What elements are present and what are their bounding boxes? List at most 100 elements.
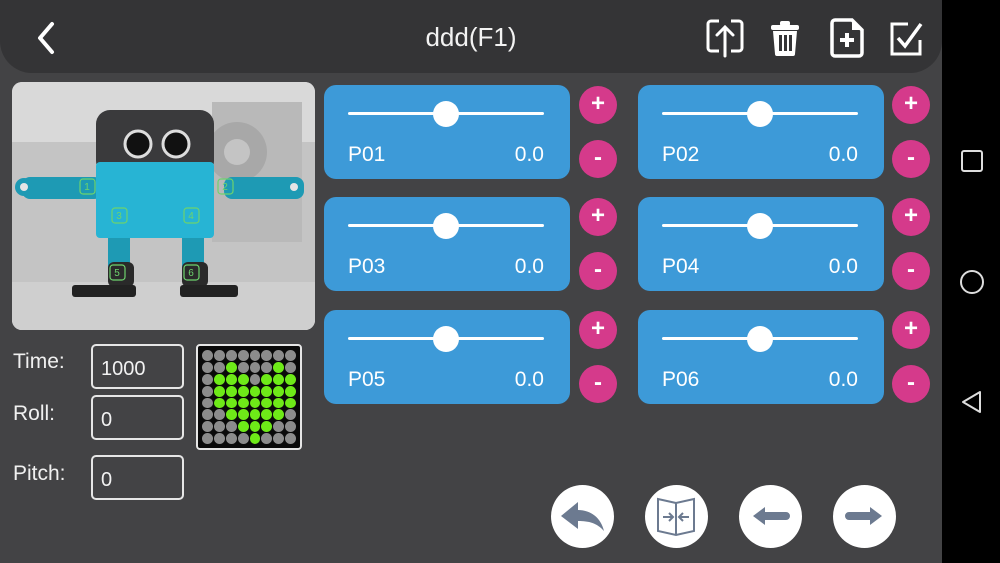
servo-name: P03: [348, 255, 386, 278]
p01-plus-button[interactable]: +: [579, 86, 617, 124]
slider-thumb[interactable]: [747, 101, 773, 127]
led-dot[interactable]: [261, 421, 273, 433]
back-button[interactable]: [30, 18, 66, 58]
led-dot[interactable]: [237, 373, 249, 385]
led-dot[interactable]: [261, 433, 273, 444]
add-frame-button[interactable]: [828, 18, 866, 58]
slider-thumb[interactable]: [433, 213, 459, 239]
delete-button[interactable]: [766, 18, 804, 58]
led-dot[interactable]: [225, 409, 237, 421]
roll-input[interactable]: 0: [91, 395, 184, 440]
led-dot[interactable]: [237, 385, 249, 397]
led-dot[interactable]: [213, 433, 225, 444]
led-dot[interactable]: [213, 385, 225, 397]
led-dot[interactable]: [285, 421, 296, 433]
p05-minus-button[interactable]: -: [579, 365, 617, 403]
pitch-input[interactable]: 0: [91, 455, 184, 500]
led-dot[interactable]: [285, 361, 296, 373]
led-dot[interactable]: [285, 409, 296, 421]
p04-minus-button[interactable]: -: [892, 252, 930, 290]
led-dot[interactable]: [202, 421, 213, 433]
led-dot[interactable]: [285, 385, 296, 397]
led-dot[interactable]: [261, 373, 273, 385]
led-dot[interactable]: [225, 433, 237, 444]
p02-plus-button[interactable]: +: [892, 86, 930, 124]
led-dot[interactable]: [249, 373, 261, 385]
led-dot[interactable]: [249, 421, 261, 433]
upload-button[interactable]: [706, 18, 744, 58]
led-dot[interactable]: [237, 361, 249, 373]
led-dot[interactable]: [202, 385, 213, 397]
led-dot[interactable]: [273, 409, 285, 421]
p03-minus-button[interactable]: -: [579, 252, 617, 290]
servo-name: P06: [662, 368, 700, 391]
led-dot[interactable]: [213, 409, 225, 421]
undo-button[interactable]: [551, 485, 614, 548]
led-dot[interactable]: [261, 409, 273, 421]
previous-button[interactable]: [739, 485, 802, 548]
led-dot[interactable]: [273, 433, 285, 444]
led-dot[interactable]: [225, 385, 237, 397]
led-dot[interactable]: [249, 397, 261, 409]
led-dot[interactable]: [249, 350, 261, 361]
select-button[interactable]: [888, 18, 926, 58]
slider-thumb[interactable]: [433, 326, 459, 352]
led-dot[interactable]: [249, 433, 261, 444]
led-dot[interactable]: [249, 385, 261, 397]
led-dot[interactable]: [237, 421, 249, 433]
next-button[interactable]: [833, 485, 896, 548]
back-nav-button[interactable]: [958, 388, 986, 416]
led-dot[interactable]: [285, 433, 296, 444]
p03-plus-button[interactable]: +: [579, 198, 617, 236]
led-dot[interactable]: [237, 433, 249, 444]
led-dot[interactable]: [285, 397, 296, 409]
p06-plus-button[interactable]: +: [892, 311, 930, 349]
home-button[interactable]: [958, 268, 986, 296]
p04-plus-button[interactable]: +: [892, 198, 930, 236]
led-dot[interactable]: [225, 421, 237, 433]
slider-thumb[interactable]: [747, 213, 773, 239]
led-dot[interactable]: [202, 350, 213, 361]
led-dot[interactable]: [202, 397, 213, 409]
led-dot[interactable]: [225, 373, 237, 385]
led-dot[interactable]: [213, 350, 225, 361]
led-dot[interactable]: [213, 373, 225, 385]
p06-minus-button[interactable]: -: [892, 365, 930, 403]
led-dot[interactable]: [273, 373, 285, 385]
mirror-button[interactable]: [645, 485, 708, 548]
led-dot[interactable]: [273, 385, 285, 397]
led-dot[interactable]: [261, 385, 273, 397]
time-input[interactable]: 1000: [91, 344, 184, 389]
led-dot[interactable]: [225, 350, 237, 361]
p02-minus-button[interactable]: -: [892, 140, 930, 178]
led-dot[interactable]: [202, 409, 213, 421]
led-dot[interactable]: [261, 361, 273, 373]
led-dot[interactable]: [225, 361, 237, 373]
led-dot[interactable]: [285, 350, 296, 361]
led-dot[interactable]: [213, 421, 225, 433]
led-dot[interactable]: [202, 433, 213, 444]
led-dot[interactable]: [213, 361, 225, 373]
led-dot[interactable]: [261, 397, 273, 409]
led-dot[interactable]: [237, 409, 249, 421]
led-dot[interactable]: [213, 397, 225, 409]
led-dot[interactable]: [249, 361, 261, 373]
led-dot[interactable]: [202, 373, 213, 385]
led-dot[interactable]: [202, 361, 213, 373]
led-dot[interactable]: [273, 421, 285, 433]
led-dot[interactable]: [237, 397, 249, 409]
led-dot[interactable]: [273, 361, 285, 373]
led-dot[interactable]: [249, 409, 261, 421]
led-matrix[interactable]: [196, 344, 302, 450]
recents-button[interactable]: [958, 147, 986, 175]
led-dot[interactable]: [273, 397, 285, 409]
led-dot[interactable]: [237, 350, 249, 361]
led-dot[interactable]: [225, 397, 237, 409]
led-dot[interactable]: [273, 350, 285, 361]
led-dot[interactable]: [261, 350, 273, 361]
p05-plus-button[interactable]: +: [579, 311, 617, 349]
slider-thumb[interactable]: [747, 326, 773, 352]
slider-thumb[interactable]: [433, 101, 459, 127]
p01-minus-button[interactable]: -: [579, 140, 617, 178]
led-dot[interactable]: [285, 373, 296, 385]
